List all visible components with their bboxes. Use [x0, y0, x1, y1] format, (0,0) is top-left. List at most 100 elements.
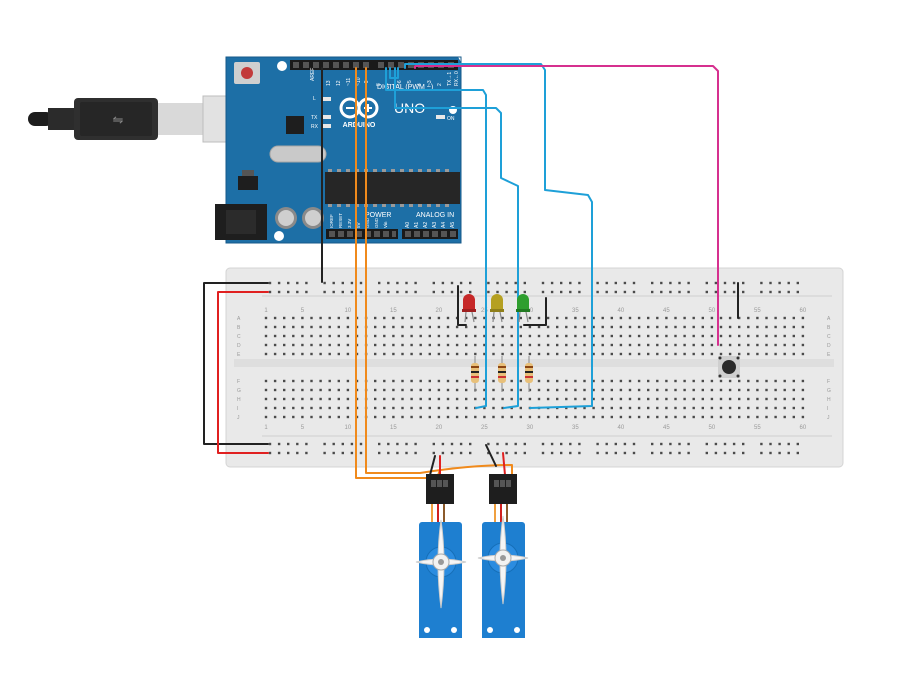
digital-pin-label: 7 — [387, 83, 393, 86]
breadboard: 1155101015152020252530303535404045455050… — [225, 267, 844, 468]
wire-pushbutton — [414, 65, 719, 346]
aref-label: AREF — [310, 68, 316, 81]
row-label: G — [237, 388, 241, 394]
column-label: 60 — [800, 308, 807, 314]
column-label: 40 — [618, 425, 625, 431]
row-label: C — [237, 334, 241, 340]
on-label: ON — [447, 116, 455, 122]
analog-header — [402, 229, 458, 239]
column-label: 30 — [527, 308, 534, 314]
digital-pin-label: ~6 — [397, 80, 403, 86]
digital-pin-label: TX→1 — [447, 72, 453, 86]
row-label: E — [237, 352, 241, 358]
row-label: D — [827, 343, 831, 349]
column-label: 5 — [301, 425, 305, 431]
led-rx-label: RX — [311, 124, 319, 130]
column-label: 35 — [572, 425, 579, 431]
servo-1[interactable] — [415, 474, 467, 638]
row-label: I — [237, 406, 238, 412]
arduino-logo-text: ARDUINO — [343, 122, 376, 129]
digital-pin-label: 2 — [437, 83, 443, 86]
column-label: 10 — [345, 425, 352, 431]
row-label: H — [827, 397, 831, 403]
analog-label: ANALOG IN — [416, 212, 454, 219]
row-label: E — [827, 352, 831, 358]
row-label: J — [827, 415, 830, 421]
column-label: 1 — [264, 308, 268, 314]
row-label: J — [237, 415, 240, 421]
row-label: B — [827, 325, 831, 331]
led-green[interactable] — [516, 294, 530, 323]
power-pin-label: 5V — [356, 222, 361, 228]
column-label: 30 — [527, 425, 534, 431]
digital-header — [290, 60, 458, 70]
row-label: I — [827, 406, 828, 412]
row-label: B — [237, 325, 241, 331]
digital-pin-label: ~5 — [407, 80, 413, 86]
resistor-3[interactable] — [525, 356, 533, 392]
wire-led-red — [385, 67, 487, 409]
resistor-2[interactable] — [498, 356, 506, 392]
led-tx-indicator — [322, 115, 331, 119]
power-pin-label: GND — [365, 217, 370, 228]
row-label: D — [237, 343, 241, 349]
column-label: 55 — [754, 425, 761, 431]
led-tx-label: TX — [311, 115, 318, 121]
analog-pin-label: A1 — [414, 222, 420, 228]
analog-pin-label: A0 — [405, 222, 411, 228]
led-red[interactable] — [462, 294, 476, 323]
arduino-uno-board: ARDUINO UNO DIGITAL (PWM ~) POWER ANALOG… — [215, 56, 462, 244]
analog-pin-label: A3 — [432, 222, 438, 228]
wires — [203, 63, 739, 479]
power-label: POWER — [365, 212, 391, 219]
wire-led-yellow — [394, 67, 519, 409]
power-pin-label: RESET — [338, 213, 343, 228]
power-pin-label: Vin — [383, 221, 388, 228]
power-pin-label: GND — [374, 217, 379, 228]
power-pin-label: 3.3V — [347, 219, 352, 228]
digital-pin-label: 4 — [417, 83, 423, 86]
row-label: A — [827, 316, 831, 322]
digital-pin-label: ~11 — [346, 78, 352, 86]
digital-label: DIGITAL (PWM ~) — [377, 84, 433, 91]
servo-2[interactable] — [477, 474, 529, 638]
wire-led-green — [404, 63, 593, 409]
column-label: 50 — [709, 308, 716, 314]
column-label: 50 — [709, 425, 716, 431]
row-label: C — [827, 334, 831, 340]
column-label: 15 — [390, 425, 397, 431]
column-label: 45 — [663, 425, 670, 431]
wire-5v-rail — [217, 291, 269, 454]
pushbutton[interactable] — [718, 356, 740, 378]
column-label: 25 — [481, 308, 488, 314]
led-on-indicator — [436, 115, 445, 119]
digital-pin-label: 12 — [336, 80, 342, 86]
arduino-logo-icon — [339, 97, 379, 119]
led-l-label: L — [313, 96, 316, 102]
column-label: 45 — [663, 308, 670, 314]
digital-pin-label: RX←0 — [454, 71, 460, 86]
led-yellow[interactable] — [490, 294, 504, 323]
digital-pin-label: ~3 — [427, 80, 433, 86]
column-label: 15 — [390, 308, 397, 314]
column-label: 20 — [436, 308, 443, 314]
analog-pin-label: A4 — [441, 222, 447, 228]
resistor-1[interactable] — [471, 356, 479, 392]
column-label: 40 — [618, 308, 625, 314]
column-label: 55 — [754, 308, 761, 314]
column-label: 25 — [481, 425, 488, 431]
wire-gnd-rail — [203, 282, 269, 445]
power-pin-label: IOREF — [329, 214, 334, 228]
column-label: 35 — [572, 308, 579, 314]
row-label: A — [237, 316, 241, 322]
row-label: H — [237, 397, 241, 403]
led-rx-indicator — [322, 124, 331, 128]
led-l-indicator — [322, 97, 331, 101]
wire-servo2-signal — [365, 67, 513, 479]
usb-icon: ⇋ — [113, 112, 124, 127]
column-label: 10 — [345, 308, 352, 314]
column-label: 5 — [301, 308, 305, 314]
digital-pin-label: ~10 — [356, 77, 362, 86]
column-label: 60 — [800, 425, 807, 431]
